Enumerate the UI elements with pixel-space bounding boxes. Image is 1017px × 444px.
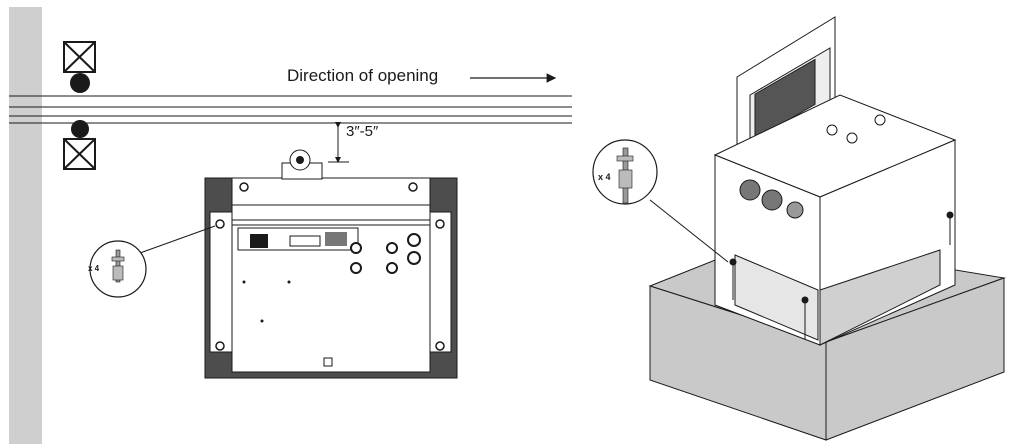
clearance-label: 3″-5″ xyxy=(346,123,379,140)
anchor-quantity-label: x 4 xyxy=(598,172,611,182)
gate-post xyxy=(9,7,42,444)
anchor-bolt-icon xyxy=(89,225,216,298)
anchor-quantity-label: x 4 xyxy=(88,264,100,273)
anchor-bolt-icon xyxy=(592,139,729,263)
gate-roller-icon xyxy=(63,41,96,93)
direction-label: Direction of opening xyxy=(287,66,439,85)
gate-roller-icon xyxy=(63,120,96,170)
gate-rail xyxy=(9,95,572,124)
dimension-arrow-icon xyxy=(328,122,349,163)
top-view-operator xyxy=(204,149,458,379)
operator-3d xyxy=(713,16,957,346)
